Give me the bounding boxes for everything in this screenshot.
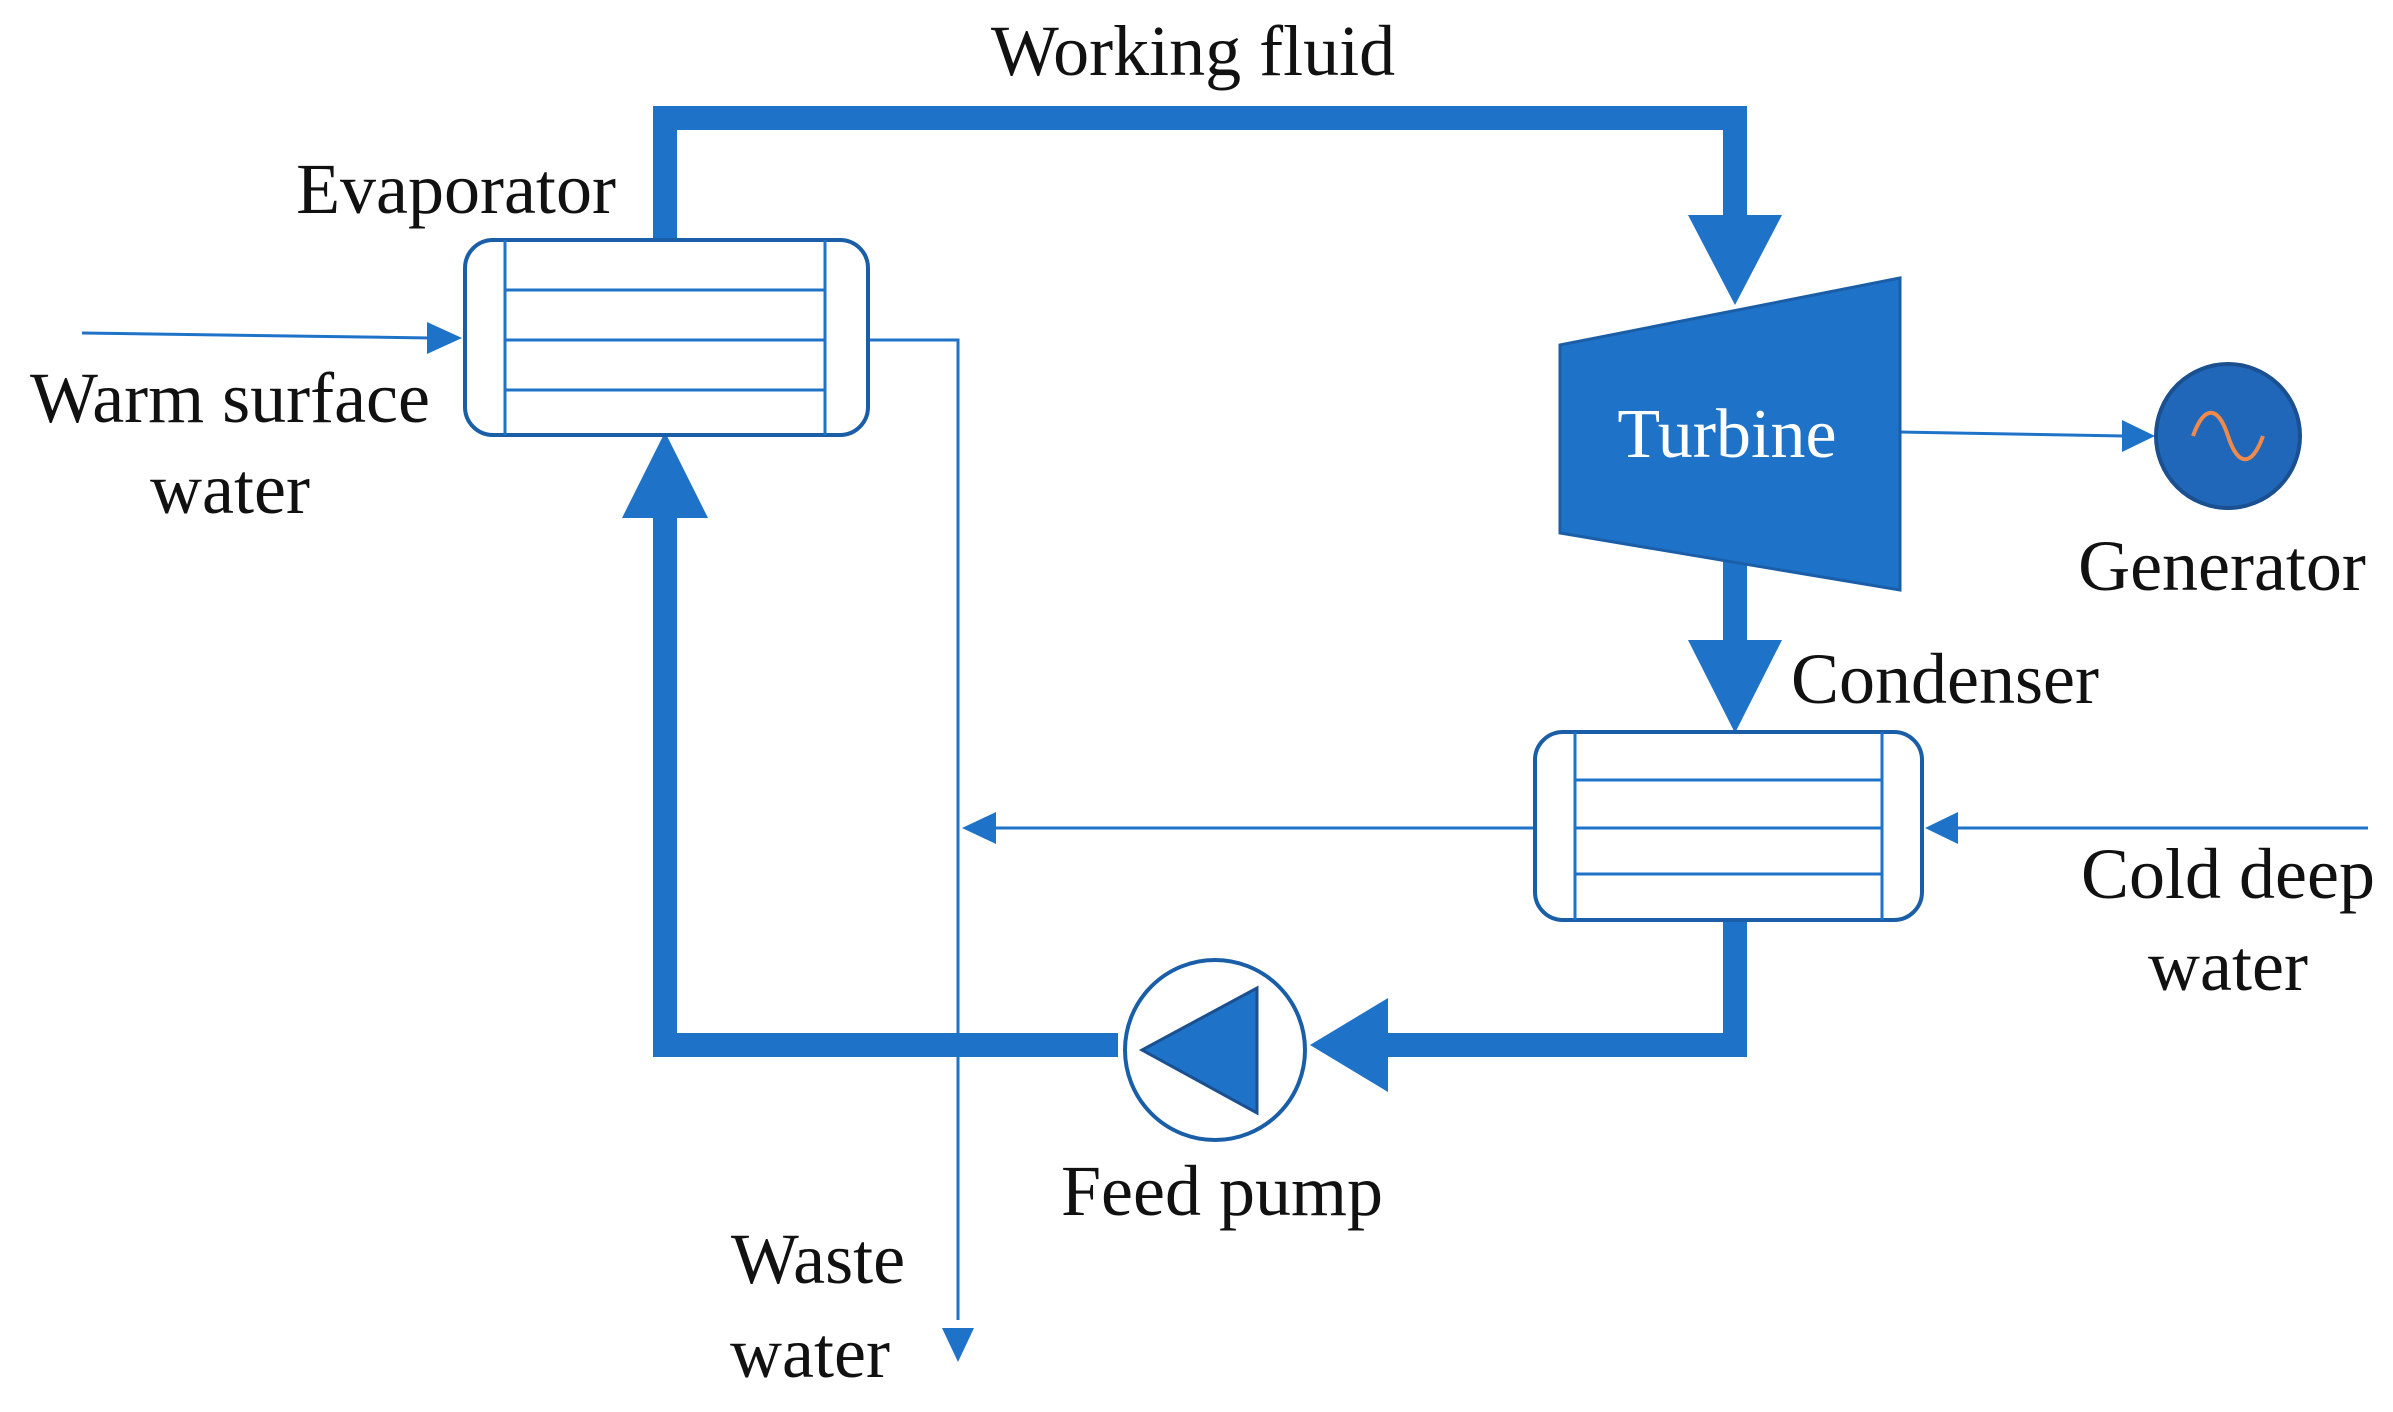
- evaporator-label: Evaporator: [296, 149, 616, 229]
- turbine-to-generator-line: [1899, 430, 2126, 438]
- cold-deep-water-label-line2: water: [2148, 926, 2308, 1006]
- cold-water-inlet-arrow: [1925, 812, 1958, 844]
- warm-surface-water-label-line2: water: [150, 449, 310, 529]
- triangle-pump-icon: [1138, 985, 1259, 1116]
- generator: [2154, 362, 2302, 510]
- evaporator: [463, 238, 870, 437]
- condenser-inlet-arrow: [1688, 640, 1782, 733]
- warm-surface-water-label-line1: Warm surface: [30, 358, 430, 438]
- generator-label: Generator: [2078, 526, 2366, 606]
- turbine-body: [1558, 276, 1902, 592]
- water-lines: [81, 322, 2368, 1362]
- generator-inlet-arrow: [2122, 420, 2155, 452]
- warm-water-inlet-line: [81, 331, 431, 340]
- waste-water-line: [868, 338, 960, 1320]
- working-fluid-pipe-top: [653, 106, 1747, 240]
- pump-to-evaporator-pipe: [653, 515, 1118, 1057]
- cold-deep-water-label-line1: Cold deep: [2081, 834, 2375, 914]
- pump-inlet-arrow: [1310, 998, 1388, 1092]
- evaporator-inlet-arrow: [622, 432, 708, 518]
- condenser-shell: [1533, 730, 1924, 922]
- condenser: [1533, 730, 1924, 922]
- waste-water-label-line2: water: [730, 1313, 890, 1393]
- labels: Working fluid Evaporator Warm surface wa…: [30, 11, 2375, 1393]
- condenser-outlet-arrow: [962, 812, 996, 844]
- turbine-label: Turbine: [1617, 396, 1836, 473]
- working-fluid-label: Working fluid: [991, 11, 1395, 91]
- condenser-label: Condenser: [1791, 639, 2099, 719]
- turbine: Turbine: [1558, 276, 1902, 592]
- waste-water-label-line1: Waste: [731, 1219, 905, 1299]
- condenser-to-pump-pipe: [1385, 915, 1747, 1057]
- feed-pump: [1123, 958, 1307, 1142]
- working-fluid-loop: [622, 106, 1782, 1092]
- feed-pump-label: Feed pump: [1061, 1151, 1383, 1231]
- turbine-inlet-arrow: [1688, 215, 1782, 305]
- sine-wave-icon: [2191, 411, 2265, 461]
- evaporator-shell: [463, 238, 870, 437]
- warm-water-inlet-arrow: [427, 322, 462, 354]
- waste-water-arrow: [942, 1328, 974, 1362]
